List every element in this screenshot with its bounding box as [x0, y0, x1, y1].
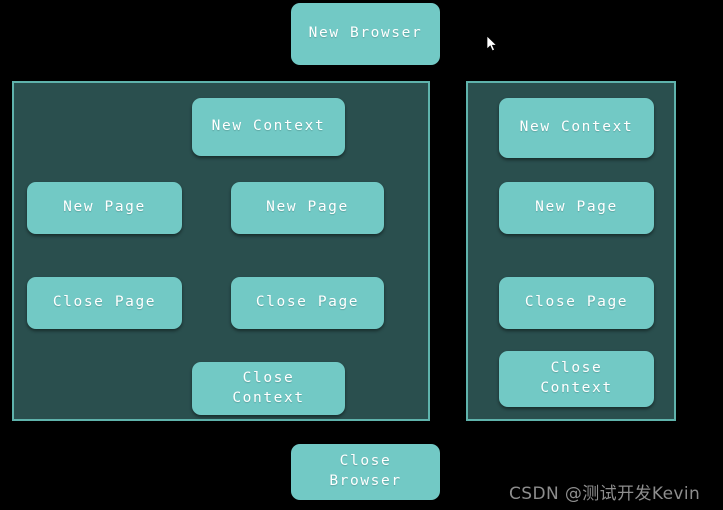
new-context-button-1[interactable]: New Context: [192, 98, 345, 156]
watermark-label: CSDN @测试开发Kevin: [509, 484, 701, 504]
mouse-pointer-icon: [486, 35, 498, 52]
close-context-button-2[interactable]: Close Context: [499, 351, 654, 407]
browser-context-panel-2: New Context New Page Close Page Close Co…: [466, 81, 676, 421]
new-page-button-2-1[interactable]: New Page: [499, 182, 654, 234]
close-browser-button[interactable]: Close Browser: [291, 444, 440, 500]
close-page-button-1-2[interactable]: Close Page: [231, 277, 384, 329]
new-context-button-2[interactable]: New Context: [499, 98, 654, 158]
new-browser-button[interactable]: New Browser: [291, 3, 440, 65]
new-page-button-1-1[interactable]: New Page: [27, 182, 182, 234]
new-page-button-1-2[interactable]: New Page: [231, 182, 384, 234]
close-page-button-1-1[interactable]: Close Page: [27, 277, 182, 329]
close-page-button-2-1[interactable]: Close Page: [499, 277, 654, 329]
close-context-button-1[interactable]: Close Context: [192, 362, 345, 415]
browser-context-panel-1: New Context New Page New Page Close Page…: [12, 81, 430, 421]
